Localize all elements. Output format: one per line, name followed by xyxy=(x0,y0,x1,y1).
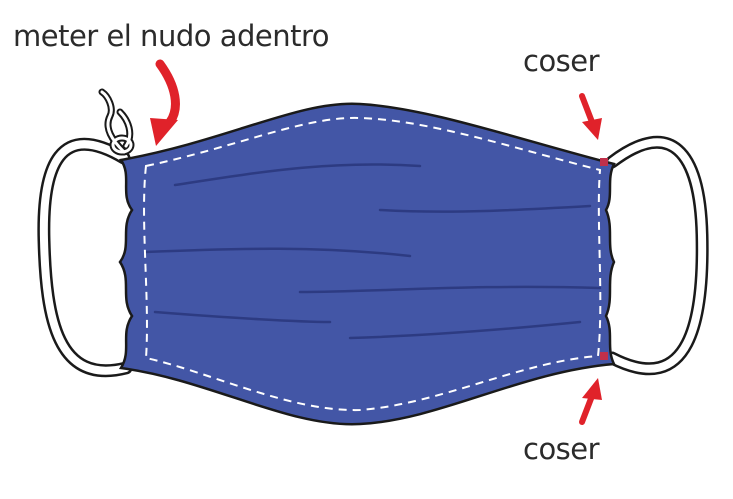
pleat-lines xyxy=(143,163,602,340)
arrow-sew-bottom-icon xyxy=(579,378,602,425)
mask-body xyxy=(118,102,616,426)
label-knot-inside: meter el nudo adentro xyxy=(13,19,330,53)
label-sew-top: coser xyxy=(523,44,600,78)
right-ear-loop-inner xyxy=(608,138,707,373)
sew-point-top xyxy=(600,158,608,166)
label-sew-bottom: coser xyxy=(523,432,600,466)
arrow-sew-top-icon xyxy=(579,93,602,140)
arrow-knot-icon xyxy=(150,59,180,146)
sew-point-bottom xyxy=(600,352,608,360)
left-ear-loop-inner xyxy=(39,140,130,375)
